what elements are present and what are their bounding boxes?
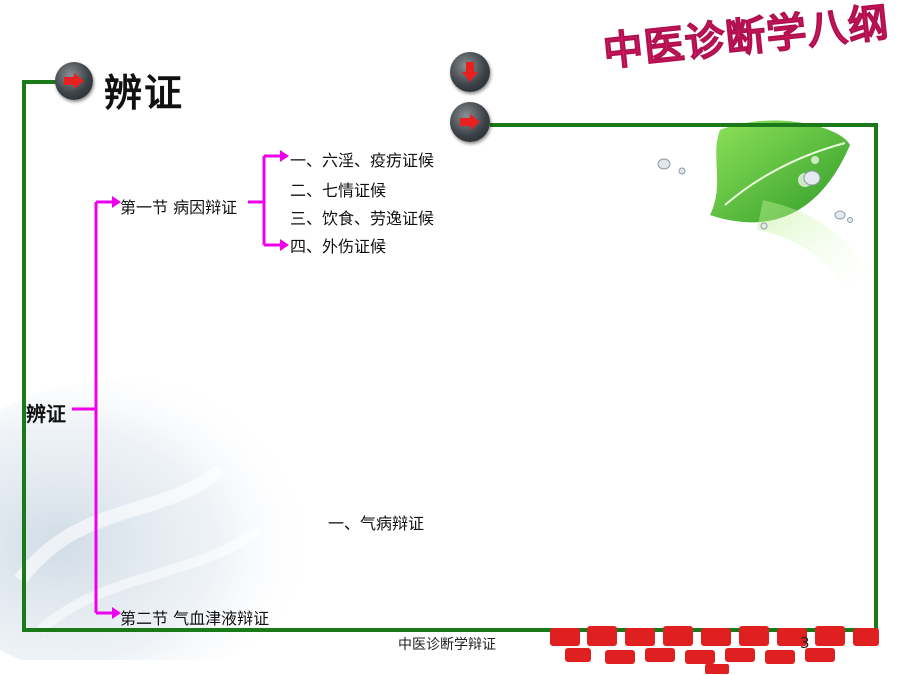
down-nav-button[interactable] <box>450 52 490 92</box>
section-1-label: 第一节 病因辩证 <box>120 198 238 217</box>
next-nav-button[interactable] <box>450 102 490 142</box>
section-1-item-2: 二、七情证候 <box>290 181 387 200</box>
arrow-right-icon <box>64 73 84 89</box>
back-nav-button[interactable] <box>55 62 93 100</box>
slogan-graphic <box>550 626 879 674</box>
tree-root-label: 辨证 <box>26 402 66 426</box>
footer-title: 中医诊断学辩证 <box>398 637 496 653</box>
droplets-decoration <box>657 158 853 230</box>
frame-bottom <box>22 628 878 632</box>
page-title: 辨证 <box>104 71 185 115</box>
section-1-item-4: 四、外伤证候 <box>290 237 387 256</box>
arrow-right-icon <box>460 114 480 130</box>
frame-top-left-stub <box>22 80 56 84</box>
frame-left <box>22 80 26 632</box>
section-2-label: 第二节 气血津液辩证 <box>120 609 270 628</box>
page-number: 3 <box>800 634 810 652</box>
background-mist <box>0 380 320 660</box>
frame-top-right <box>490 123 878 127</box>
section-2-item-1: 一、气病辩证 <box>328 514 425 533</box>
arrow-down-icon <box>462 62 478 82</box>
leaf-decoration <box>710 120 875 305</box>
section-1-item-1: 一、六淫、疫疠证候 <box>290 151 435 170</box>
section-1-item-3: 三、饮食、劳逸证候 <box>290 209 435 228</box>
frame-right <box>874 123 878 632</box>
